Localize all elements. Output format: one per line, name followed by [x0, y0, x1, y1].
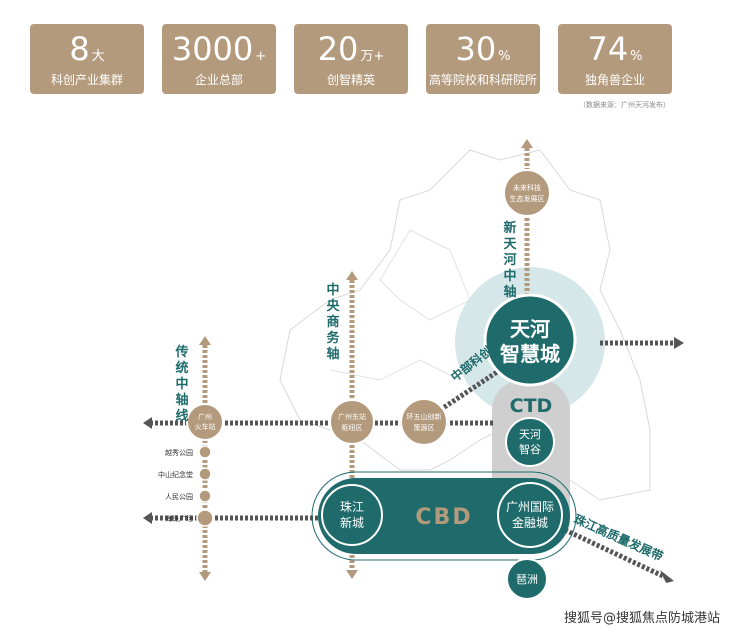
source-note: （数据来源：广州天河发布）: [579, 101, 670, 109]
pearl-river-belt-head: [660, 570, 674, 583]
pazhou-node: [506, 558, 548, 600]
svg-text:务: 务: [326, 330, 340, 346]
stat-label: 独角兽企业: [584, 73, 645, 87]
peoples-park-dot: [198, 489, 212, 503]
new-tianhe-axis-arrow-up: [521, 139, 533, 148]
huanwushan-label-2: 策源区: [414, 423, 435, 432]
gz-railway-node: [186, 403, 224, 441]
svg-text:中: 中: [326, 282, 339, 298]
east-arrow-head: [674, 337, 684, 349]
ctd-label: CTD: [510, 395, 553, 417]
gz-railway-label-1: 广州: [198, 412, 212, 421]
tianhe-smart-city-label-1: 天河: [510, 317, 550, 341]
svg-text:央: 央: [326, 298, 340, 314]
stat-box-hq: 3000+ 企业总部: [162, 24, 276, 94]
west-arrow-lower-head: [143, 512, 152, 524]
stat-label: 创智精英: [326, 73, 375, 87]
svg-text:统: 统: [175, 360, 188, 376]
huanwushan-node: [400, 398, 448, 446]
guangzhou-east-label-1: 广州东站: [338, 412, 366, 421]
svg-text:线: 线: [175, 408, 188, 424]
stat-number: 30%: [455, 30, 511, 68]
svg-text:中: 中: [503, 268, 516, 284]
central-tech-belt-line: [438, 367, 502, 413]
cbd-axis-arrow-down: [346, 570, 358, 579]
tianhe-valley-label-1: 天河: [519, 428, 541, 441]
zhujiang-newtown-label-2: 新城: [340, 515, 364, 530]
stat-number: 3000+: [171, 30, 267, 68]
peoples-park-label: 人民公园: [165, 493, 193, 501]
svg-text:商: 商: [326, 314, 339, 330]
haizhu-square-dot: [196, 509, 214, 527]
tianhe-smart-city-node: [483, 293, 577, 387]
cbd-capsule-outline: [311, 471, 577, 561]
tianhe-smart-city-label-2: 智慧城: [500, 342, 560, 366]
zhujiang-newtown-node: [321, 484, 383, 546]
haizhu-square-label: 海珠广场: [165, 514, 193, 523]
traditional-axis-arrow-up: [199, 336, 211, 345]
svg-text:轴: 轴: [326, 346, 339, 362]
guangzhou-east-node: [329, 399, 375, 445]
pearl-river-belt-line: [563, 527, 667, 580]
gz-ifc-label-2: 金融城: [512, 515, 548, 530]
district-outline: [279, 149, 651, 501]
tianhe-valley-label-2: 智谷: [519, 442, 541, 456]
future-tech-label-1: 未来科技: [513, 183, 541, 192]
stat-label: 科创产业集群: [50, 73, 123, 87]
west-arrow-upper-head: [143, 417, 152, 429]
svg-text:传: 传: [174, 344, 188, 360]
district-outline-inner: [329, 229, 471, 381]
stat-label: 企业总部: [194, 73, 243, 87]
cbd-label: CBD: [415, 505, 472, 530]
cbd-axis-arrow-up: [346, 271, 358, 280]
traditional-axis-arrow-down: [199, 572, 211, 581]
watermark: 搜狐号@搜狐焦点防城港站: [563, 611, 720, 626]
zhongshan-memorial-dot: [198, 467, 212, 481]
future-tech-label-2: 生态发展区: [510, 194, 545, 203]
svg-text:轴: 轴: [175, 392, 188, 408]
guangzhou-east-label-2: 枢纽区: [342, 423, 363, 432]
svg-text:中: 中: [175, 376, 188, 392]
zhujiang-newtown-label-1: 珠江: [340, 500, 364, 514]
svg-text:天: 天: [503, 237, 517, 252]
stat-label: 高等院校和科研院所: [428, 73, 537, 87]
stat-number: 74%: [587, 30, 643, 68]
zhongshan-memorial-label: 中山纪念堂: [158, 470, 193, 479]
svg-text:河: 河: [503, 252, 516, 268]
stat-box-unicorns: 74% 独角兽企业: [558, 24, 672, 94]
gz-ifc-node: [497, 482, 563, 548]
tianhe-valley-node: [505, 417, 555, 467]
stat-box-institutes: 30% 高等院校和科研院所: [426, 24, 540, 94]
svg-text:轴: 轴: [503, 284, 516, 300]
pazhou-label: 琶洲: [516, 573, 538, 586]
svg-text:新: 新: [503, 220, 516, 236]
yuexiu-park-dot: [198, 445, 212, 459]
future-tech-node: [503, 169, 551, 217]
gz-ifc-label-1: 广州国际: [506, 500, 554, 514]
gz-railway-label-2: 火车站: [195, 422, 216, 431]
huanwushan-label-1: 环五山创新: [407, 412, 442, 421]
yuexiu-park-label: 越秀公园: [165, 448, 193, 457]
